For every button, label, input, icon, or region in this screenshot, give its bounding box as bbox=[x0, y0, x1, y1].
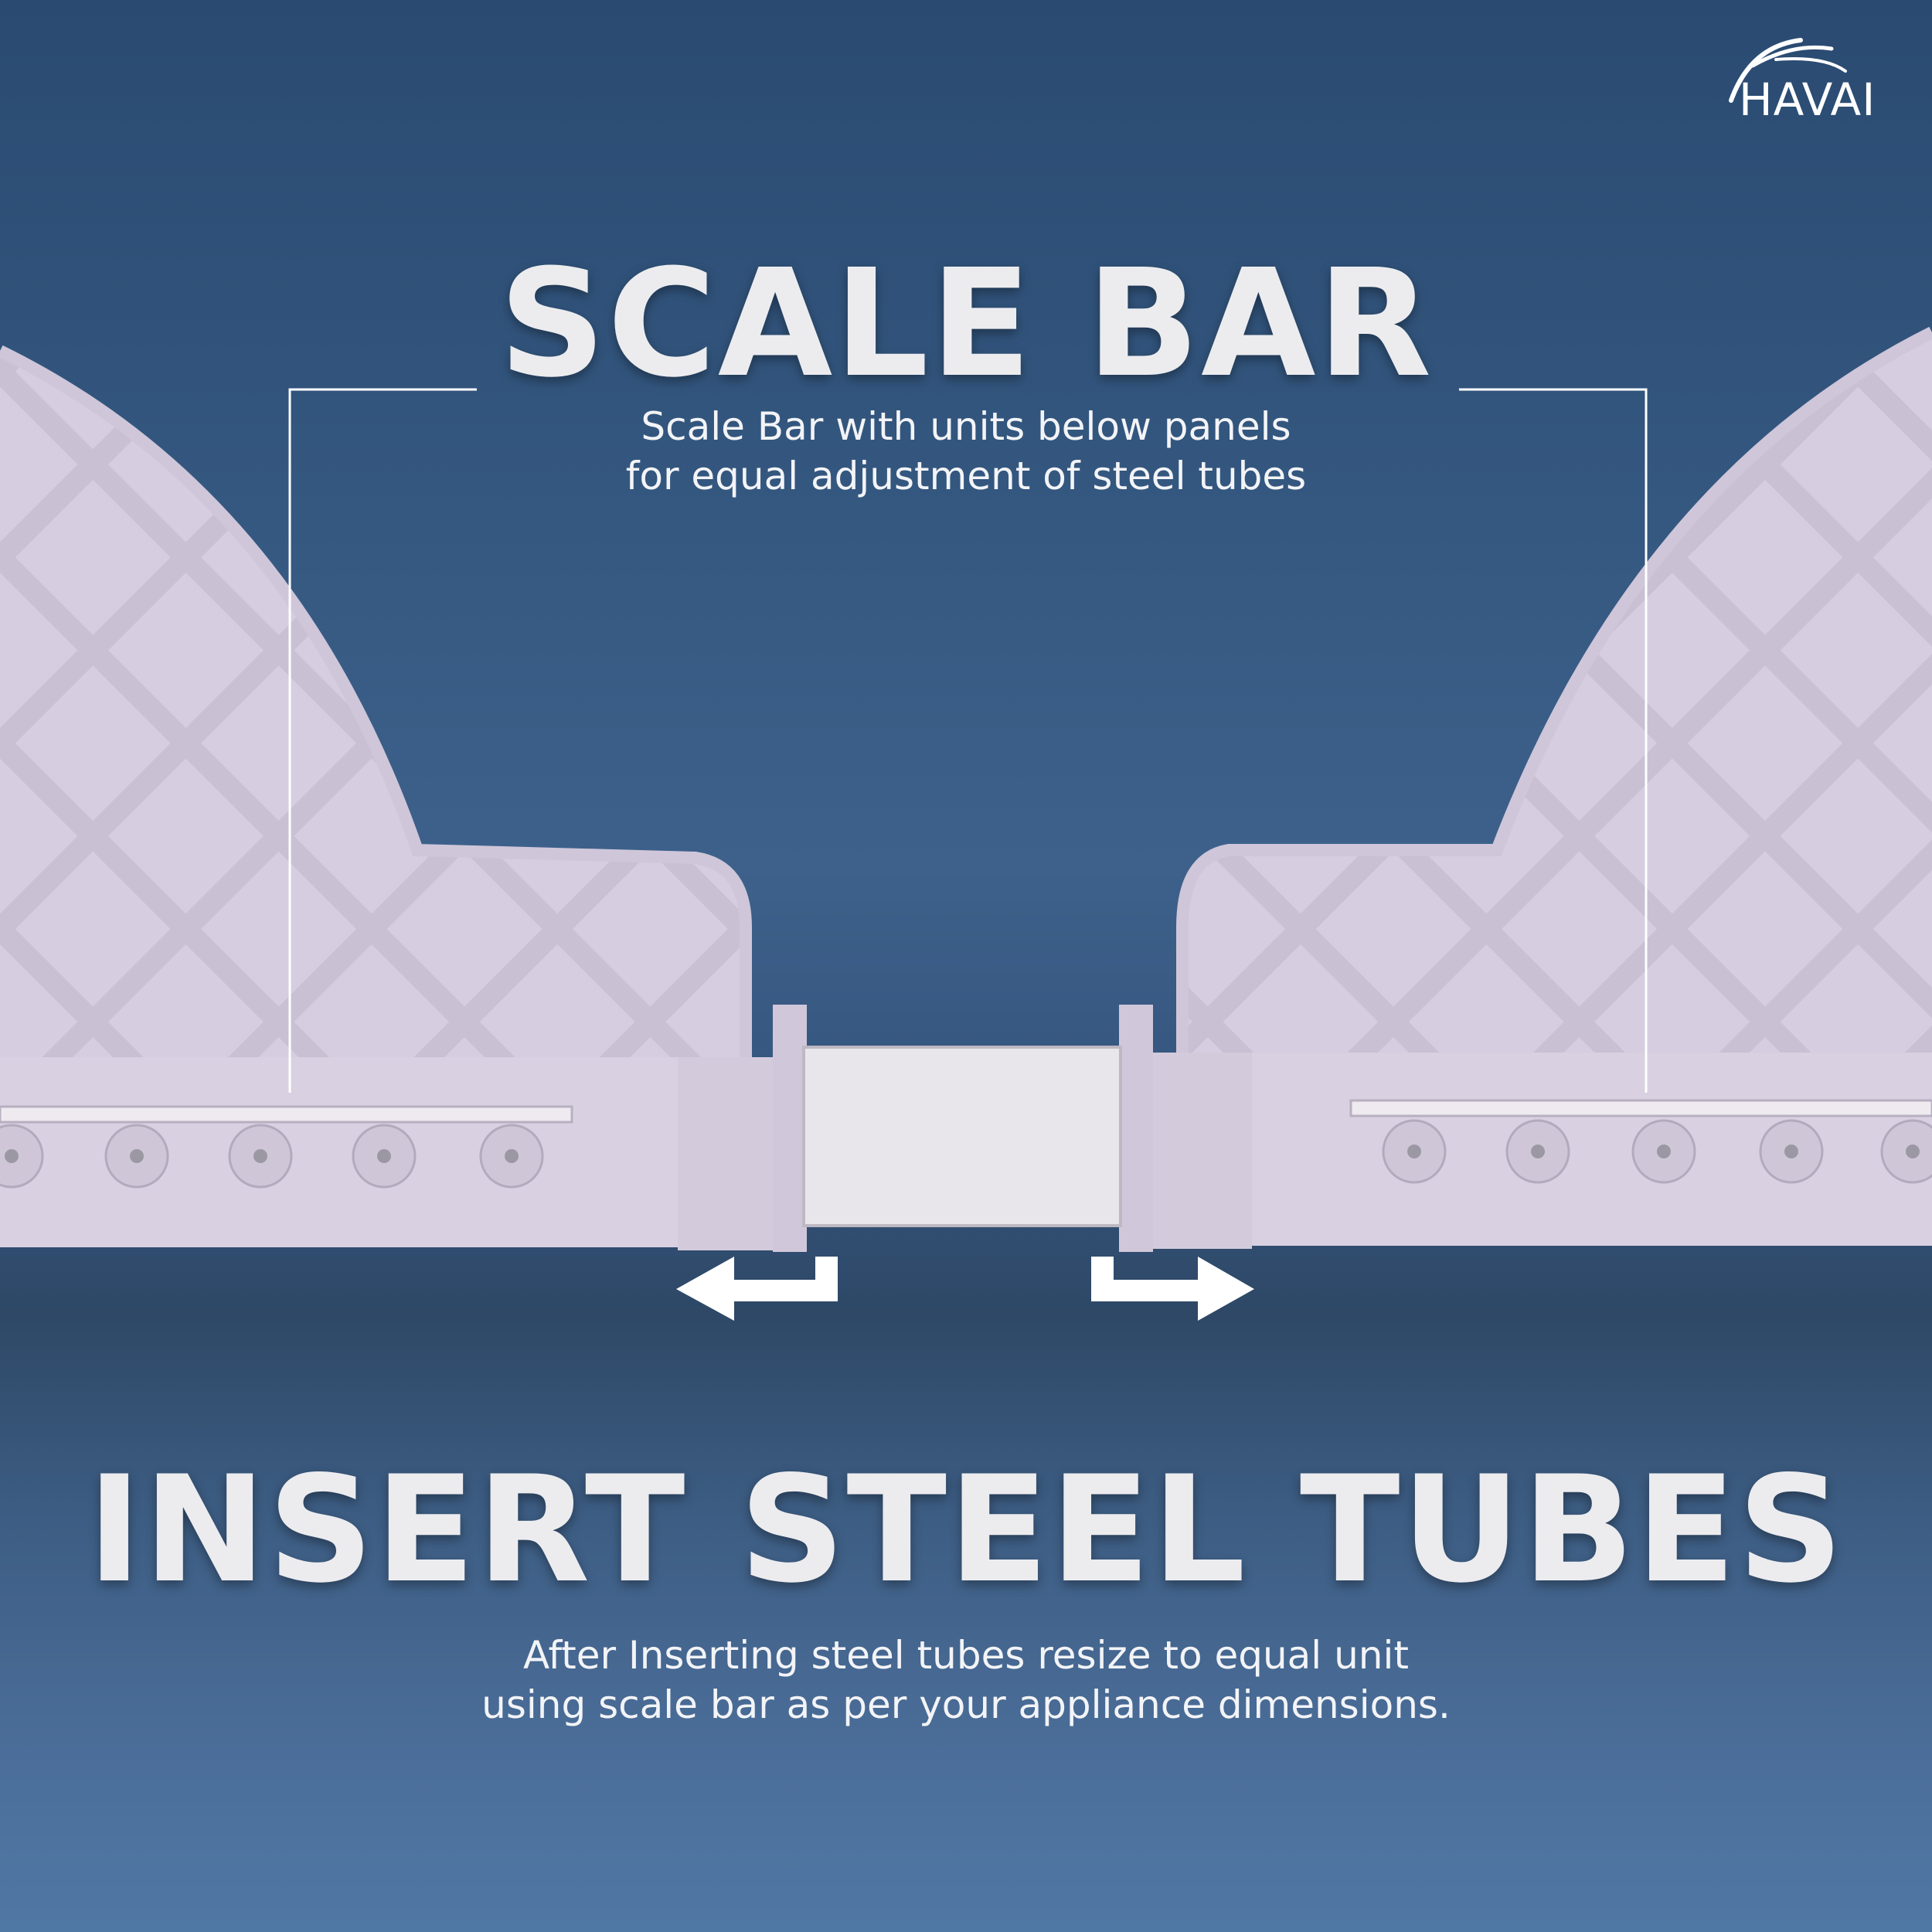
callout-bracket-right bbox=[1459, 388, 1648, 1093]
callout-bracket-left bbox=[288, 388, 477, 1093]
brand-logo-text: HAVAI bbox=[1739, 73, 1876, 126]
insert-tubes-description-line-2: using scale bar as per your appliance di… bbox=[481, 1682, 1451, 1727]
arrow-left-icon bbox=[676, 1257, 838, 1321]
insert-steel-tubes-title: INSERT STEEL TUBES bbox=[87, 1444, 1845, 1615]
scale-bar-description-line-1: Scale Bar with units below panels bbox=[641, 404, 1291, 449]
scale-bar-description-line-2: for equal adjustment of steel tubes bbox=[625, 454, 1307, 498]
scale-bar-title: SCALE BAR bbox=[498, 238, 1434, 410]
steel-tube bbox=[802, 1046, 1122, 1227]
insert-tubes-description-line-1: After Inserting steel tubes resize to eq… bbox=[523, 1633, 1409, 1678]
scale-bar-left bbox=[0, 1105, 573, 1189]
scale-bar-right bbox=[1349, 1099, 1932, 1184]
arrow-right-icon bbox=[1091, 1257, 1254, 1321]
havai-logo bbox=[1729, 38, 1847, 103]
